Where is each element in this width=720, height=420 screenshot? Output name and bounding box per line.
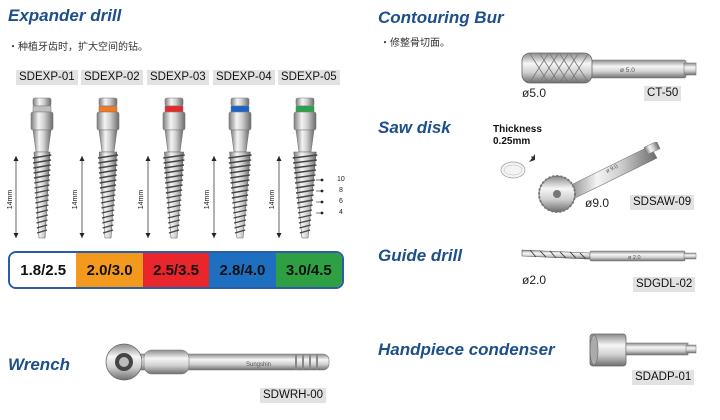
length-label-2: 14mm <box>72 189 80 210</box>
size-cell-3: 2.5/3.5 <box>142 253 210 287</box>
expander-note: ・种植牙齿时，扩大空间的钻。 <box>8 42 148 53</box>
expander-drill-2 <box>79 97 120 239</box>
wrench-illustration: Sungshin <box>105 343 330 381</box>
contouring-bur-illustration: ø 5.0 <box>521 52 697 84</box>
expander-code-2: SDEXP-02 <box>81 70 143 85</box>
size-cell-5: 3.0/4.5 <box>275 253 342 287</box>
wrench-title: Wrench <box>8 355 71 374</box>
guide-diameter: ø2.0 <box>522 273 547 287</box>
saw-thickness-value: 0.25mm <box>493 136 531 147</box>
saw-engraving: ø 9.0 <box>605 164 619 175</box>
guide-drill-illustration: ø 2.0 <box>521 249 697 262</box>
guide-title: Guide drill <box>378 246 463 265</box>
expander-drill-3 <box>145 97 186 239</box>
contouring-code: CT-50 <box>644 86 682 101</box>
saw-code: SDSAW-09 <box>630 195 695 210</box>
size-cell-1: 1.8/2.5 <box>10 253 77 287</box>
handpiece-title: Handpiece condenser <box>378 340 555 359</box>
contouring-note: ・修整骨切面。 <box>380 38 450 49</box>
length-label-3: 14mm <box>138 189 146 210</box>
expander-drills-illustration <box>13 97 324 239</box>
depth-mark-6: 6 <box>339 198 343 205</box>
depth-mark-4: 4 <box>339 209 343 216</box>
expander-code-5: SDEXP-05 <box>278 70 340 85</box>
depth-mark-8: 8 <box>339 187 343 194</box>
length-label-5: 14mm <box>269 189 277 210</box>
saw-diameter: ø9.0 <box>585 196 610 210</box>
saw-thickness-label: Thickness <box>493 124 542 135</box>
handpiece-code: SDADP-01 <box>632 370 695 385</box>
size-cell-2: 2.0/3.0 <box>76 253 143 287</box>
expander-drill-4 <box>211 97 252 239</box>
expander-drill-1 <box>13 97 54 239</box>
saw-title: Saw disk <box>378 118 451 137</box>
contouring-engraving: ø 5.0 <box>620 67 635 74</box>
expander-code-4: SDEXP-04 <box>213 70 275 85</box>
handpiece-condenser-illustration <box>589 333 697 367</box>
length-label-4: 14mm <box>204 189 212 210</box>
guide-engraving: ø 2.0 <box>628 255 641 261</box>
contouring-title: Contouring Bur <box>378 8 504 27</box>
guide-code: SDGDL-02 <box>633 277 696 292</box>
wrench-code: SDWRH-00 <box>260 388 327 403</box>
contouring-diameter: ø5.0 <box>522 86 547 100</box>
wrench-engraving: Sungshin <box>246 362 271 368</box>
saw-disk-illustration: ø 9.0 <box>500 142 661 213</box>
expander-title: Expander drill <box>8 6 122 25</box>
expander-code-3: SDEXP-03 <box>147 70 209 85</box>
expander-drill-5 <box>276 97 318 239</box>
size-bar: 1.8/2.5 2.0/3.0 2.5/3.5 2.8/4.0 3.0/4.5 <box>8 251 344 289</box>
expander-code-1: SDEXP-01 <box>16 70 78 85</box>
size-cell-4: 2.8/4.0 <box>209 253 276 287</box>
length-label-1: 14mm <box>7 189 15 210</box>
depth-mark-10: 10 <box>337 176 345 183</box>
